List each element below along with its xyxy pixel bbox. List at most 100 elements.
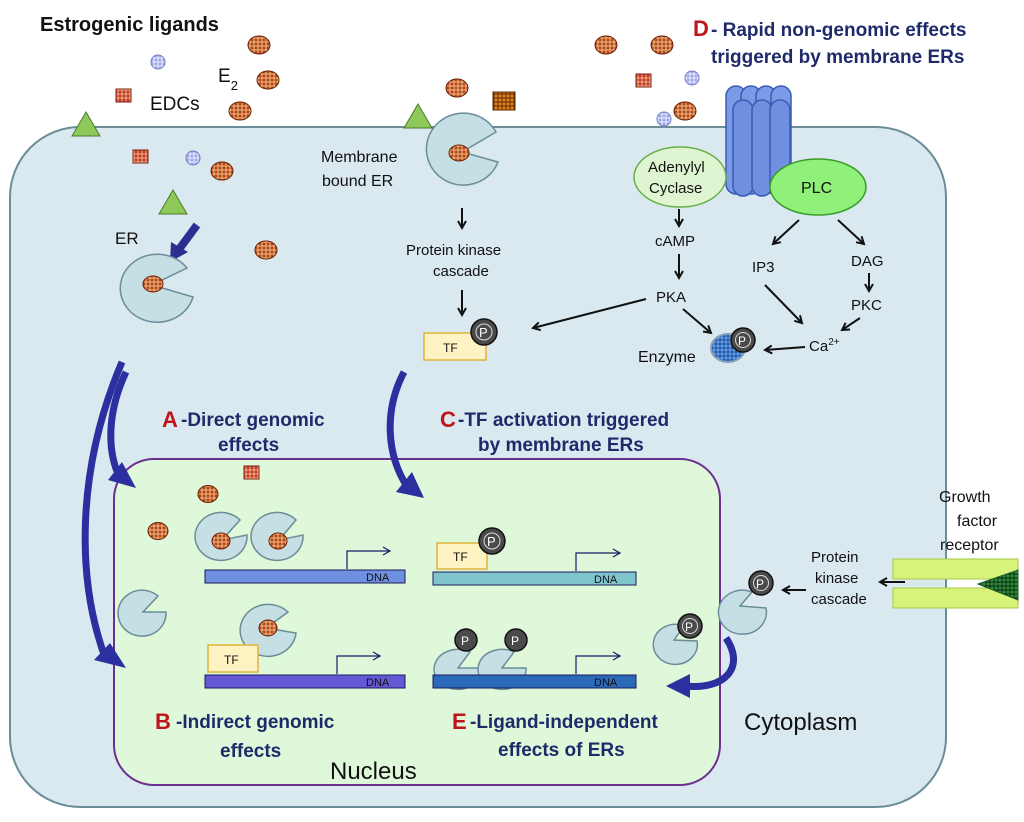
- arrow-ligand-independent: [685, 636, 738, 690]
- protein-kinase-cascade-2-label: cascade: [811, 591, 867, 608]
- pathway-e-title: -Ligand-independent: [470, 712, 659, 733]
- dna-label: DNA: [594, 574, 618, 586]
- tf-label: TF: [443, 341, 458, 355]
- arrow-direct-genomic: [107, 370, 130, 480]
- dag-label: DAG: [851, 253, 884, 270]
- growth-factor-ligand: [976, 569, 1019, 601]
- tf-label: TF: [453, 550, 468, 564]
- arrow-pka-to-enzyme: [682, 308, 711, 333]
- e2-ligand-bound: [258, 619, 278, 637]
- phospho-inner: [753, 575, 769, 591]
- e2-ligand: [197, 485, 219, 503]
- transcription-start-arrow: [346, 546, 392, 569]
- edc-ligand-round: [185, 150, 201, 166]
- pathway-e-title: effects of ERs: [498, 740, 625, 761]
- pathway-b-title: -Indirect genomic: [176, 712, 335, 733]
- arrow-ligand-independent-head: [666, 674, 690, 698]
- phospho-er-cytoplasmic: [717, 589, 768, 635]
- arrow-tf-to-nucleus: [386, 370, 411, 490]
- adenylyl-cyclase-label: Adenylyl: [648, 159, 705, 176]
- receptor-helix: [751, 99, 773, 197]
- e2-ligand-bound: [211, 532, 231, 550]
- edc-ligand-square: [132, 149, 149, 164]
- dna-label: DNA: [366, 572, 390, 584]
- phospho-inner: [682, 618, 698, 634]
- arrow-pkc-to-ca: [842, 317, 861, 330]
- phospho-label: P: [479, 325, 488, 340]
- phospho-badge: [454, 628, 478, 652]
- phospho-badge: [470, 318, 498, 346]
- phospho-label: P: [738, 334, 746, 348]
- edc-ligand-round: [684, 70, 700, 86]
- edc-ligand-square: [492, 91, 516, 111]
- e2-ligand: [256, 70, 280, 90]
- e2-ligand: [247, 35, 271, 55]
- arrow-indirect-genomic-head: [94, 643, 126, 668]
- e2-ligand: [147, 522, 169, 540]
- dna-strand: [204, 569, 406, 584]
- extracellular-ligands: [71, 35, 700, 137]
- phospho-badge: [504, 628, 528, 652]
- pathway-b-letter: B: [155, 709, 171, 734]
- enzyme-label: Enzyme: [638, 349, 696, 366]
- pathway-c-title: -TF activation triggered: [458, 410, 669, 431]
- protein-kinase-cascade-2-label: Protein: [811, 549, 859, 566]
- arrow-ca-to-enzyme: [765, 347, 806, 350]
- phosphorylated-tf: TF P: [423, 318, 498, 361]
- e2-ligand: [254, 240, 278, 260]
- unbound-er: [117, 589, 167, 637]
- e2-ligand-bound: [268, 532, 288, 550]
- phospho-label: P: [756, 577, 764, 591]
- arrow-tf-to-nucleus-head: [396, 472, 424, 498]
- edc-ligand-square: [635, 73, 652, 88]
- phospho-inner: [735, 332, 751, 348]
- arrow-pka-to-tf: [533, 298, 647, 328]
- adenylyl-cyclase: [633, 146, 727, 208]
- protein-kinase-cascade-label: cascade: [433, 263, 489, 280]
- plc-label: PLC: [801, 180, 832, 197]
- protein-kinase-cascade-label: Protein kinase: [406, 242, 501, 259]
- pkc-label: PKC: [851, 297, 882, 314]
- calcium-label: Ca2+: [809, 337, 840, 355]
- edc-ligand-triangle: [71, 111, 101, 137]
- pathway-c-letter: C: [440, 407, 456, 432]
- arrow-plc-to-dag: [837, 219, 864, 244]
- protein-kinase-cascade-2-label: kinase: [815, 570, 858, 587]
- tf-label: TF: [224, 653, 239, 667]
- membrane-er-label: bound ER: [322, 173, 393, 190]
- phospho-badge: [677, 613, 703, 639]
- edc-ligand-round: [656, 111, 672, 127]
- e2-ligand: [445, 78, 469, 98]
- phospho-inner: [475, 323, 493, 341]
- phospho-badge: [730, 327, 756, 353]
- transcription-start-arrow: [575, 548, 622, 571]
- e2-label: E2: [218, 66, 238, 93]
- figure-title: Estrogenic ligands: [40, 14, 219, 36]
- intracellular-ligands: [132, 149, 278, 260]
- e2-ligand: [673, 101, 697, 121]
- arrow-indirect-genomic: [81, 360, 126, 662]
- pathway-a-title: -Direct genomic: [181, 410, 325, 431]
- e2-ligand: [228, 101, 252, 121]
- e2-ligand: [594, 35, 618, 55]
- edcs-label: EDCs: [150, 94, 200, 115]
- pathway-e-letter: E: [452, 709, 467, 734]
- pathway-a-title: effects: [218, 435, 279, 456]
- phospho-label: P: [487, 534, 496, 549]
- cytoplasm-label: Cytoplasm: [744, 709, 857, 736]
- dna-label: DNA: [366, 677, 390, 689]
- arrow-ip3-to-ca: [764, 284, 802, 323]
- membrane-er-label: Membrane: [321, 149, 398, 166]
- adenylyl-cyclase-label: Cyclase: [649, 180, 702, 197]
- er-dark-arrowhead: [170, 242, 188, 262]
- pathway-c-title: by membrane ERs: [478, 435, 644, 456]
- e2-ligand: [650, 35, 674, 55]
- growth-factor-receptor-label: factor: [957, 513, 998, 530]
- transcription-start-arrow: [575, 651, 622, 674]
- e2-ligand: [210, 161, 234, 181]
- plc-enzyme: [769, 158, 867, 216]
- pathway-a-letter: A: [162, 407, 178, 432]
- e2-ligand-bound: [448, 144, 470, 162]
- edc-ligand-square: [115, 88, 132, 103]
